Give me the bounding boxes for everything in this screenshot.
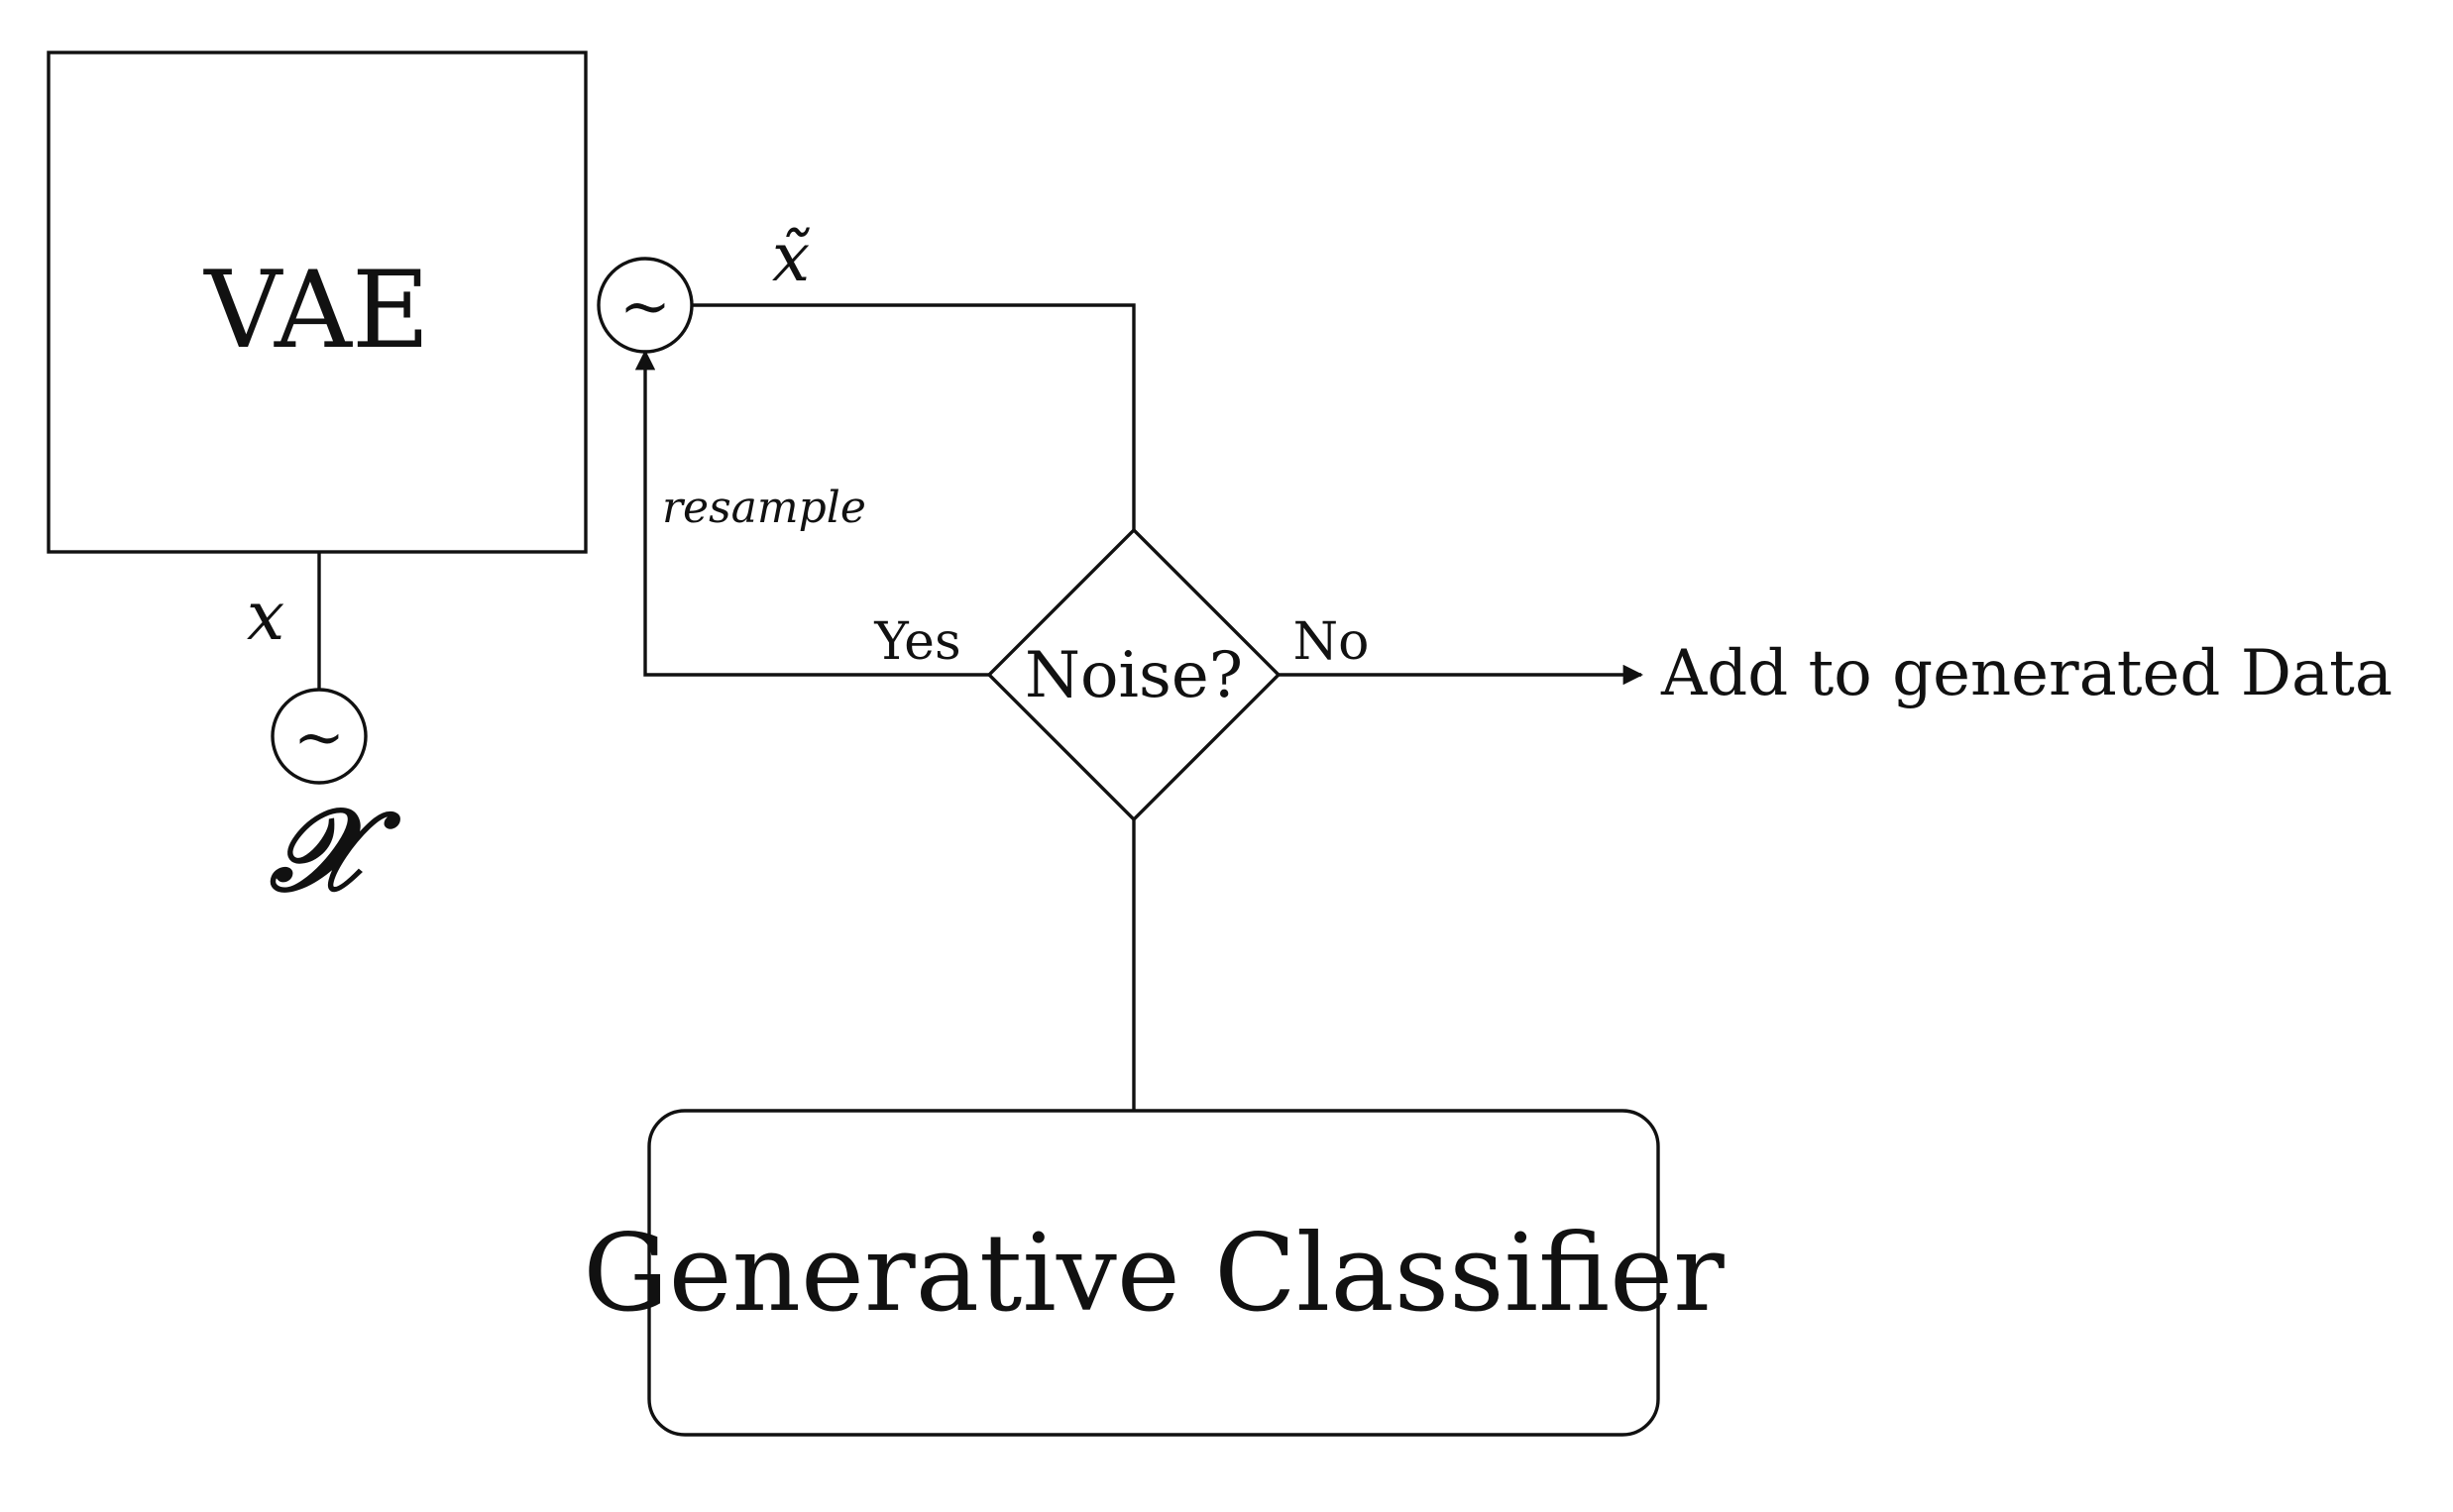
generative-classifier-box <box>647 1109 1660 1437</box>
dataset-symbol: 𝒳 <box>269 783 401 918</box>
vae-box <box>47 51 588 554</box>
bottom-sampler-symbol: ~ <box>293 701 345 773</box>
yes-label: Yes <box>873 612 960 672</box>
resample-arrow <box>634 349 989 677</box>
x-tilde-label: x̃ <box>772 219 811 297</box>
x-tilde-path <box>692 303 1136 530</box>
top-sampler-symbol: ~ <box>619 270 671 342</box>
x-label: x <box>247 578 284 656</box>
no-label: No <box>1293 612 1370 672</box>
output-label: Add to generated Data <box>1660 637 2393 710</box>
resample-label: resample <box>662 483 866 533</box>
bottom-sampler-icon <box>271 688 368 785</box>
decision-label: Noise? <box>1025 639 1243 712</box>
vae-label: VAE <box>202 249 430 373</box>
classifier-label: Generative Classifier <box>583 1212 1725 1336</box>
